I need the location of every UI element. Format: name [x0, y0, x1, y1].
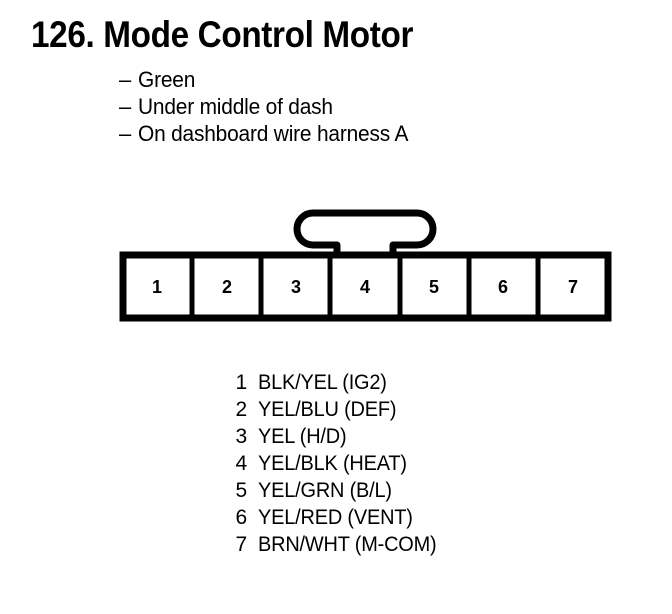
- pin-cell-3: 3: [291, 277, 301, 297]
- list-item-label: Under middle of dash: [138, 94, 333, 119]
- pinout-row-number: 3: [235, 425, 248, 448]
- pin-cell-1: 1: [152, 277, 162, 297]
- pinout-row-label: BRN/WHT (M-COM): [258, 533, 437, 556]
- pinout-row-label: YEL/BLK (HEAT): [258, 452, 407, 475]
- pinout-row-label: BLK/YEL (IG2): [258, 371, 387, 394]
- page-title: 126. Mode Control Motor: [31, 14, 414, 55]
- dash-icon: –: [119, 67, 132, 92]
- list-item: – On dashboard wire harness A: [119, 120, 579, 147]
- pinout-row: 4 YEL/BLK (HEAT): [188, 450, 518, 477]
- pinout-row-label: YEL/GRN (B/L): [258, 479, 392, 502]
- pinout-row: 6 YEL/RED (VENT): [188, 504, 518, 531]
- list-item: – Green: [119, 66, 579, 93]
- pinout-row: 2 YEL/BLU (DEF): [188, 396, 518, 423]
- connector-diagram: 1 2 3 4 5 6 7: [110, 200, 620, 325]
- pin-cell-2: 2: [222, 277, 232, 297]
- pinout-row: 1 BLK/YEL (IG2): [188, 369, 518, 396]
- pinout-row-number: 4: [235, 452, 248, 475]
- pin-dividers: [189, 258, 541, 315]
- pinout-row-number: 7: [235, 533, 248, 556]
- connector-body: [119, 251, 612, 322]
- pinout-row: 3 YEL (H/D): [188, 423, 518, 450]
- list-item-label: Green: [138, 67, 196, 92]
- pinout-row-number: 6: [235, 506, 248, 529]
- pin-cell-5: 5: [429, 277, 439, 297]
- pinout-legend: 1 BLK/YEL (IG2) 2 YEL/BLU (DEF) 3 YEL (H…: [188, 369, 518, 558]
- pinout-row-label: YEL/BLU (DEF): [258, 398, 397, 421]
- pinout-row-number: 2: [235, 398, 248, 421]
- list-item: – Under middle of dash: [119, 93, 579, 120]
- pinout-row: 7 BRN/WHT (M-COM): [188, 531, 518, 558]
- locking-tab-icon: [293, 209, 437, 262]
- pinout-row-number: 1: [235, 371, 248, 394]
- pinout-row-label: YEL/RED (VENT): [258, 506, 413, 529]
- detail-list: – Green – Under middle of dash – On dash…: [119, 66, 579, 147]
- list-item-label: On dashboard wire harness A: [138, 121, 409, 146]
- pin-cell-4: 4: [360, 277, 370, 297]
- pin-cell-7: 7: [568, 277, 578, 297]
- connector-svg: 1 2 3 4 5 6 7: [119, 209, 612, 322]
- pin-cell-6: 6: [498, 277, 508, 297]
- dash-icon: –: [119, 121, 132, 146]
- pinout-row-number: 5: [235, 479, 248, 502]
- dash-icon: –: [119, 94, 132, 119]
- pinout-row: 5 YEL/GRN (B/L): [188, 477, 518, 504]
- pinout-row-label: YEL (H/D): [258, 425, 347, 448]
